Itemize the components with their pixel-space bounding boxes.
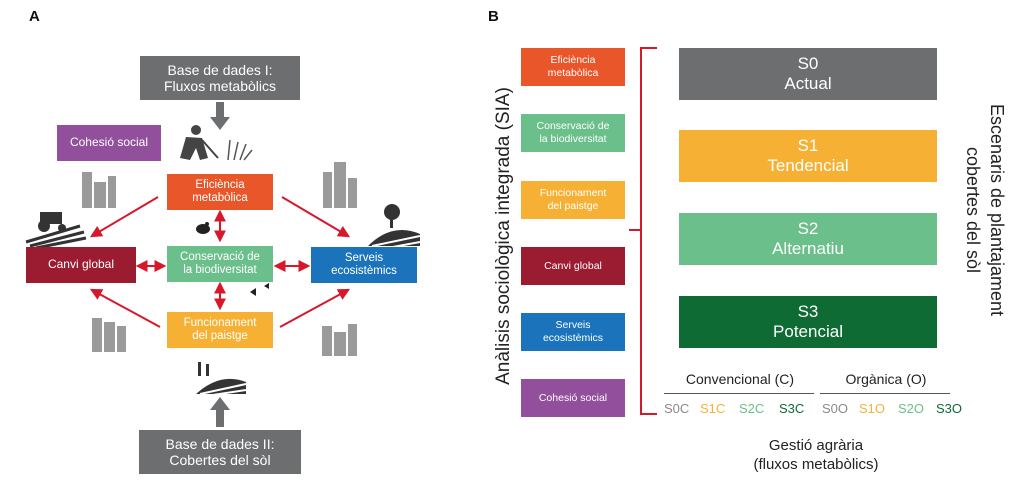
indicator-serveis-line2: ecosistèmics <box>542 332 604 344</box>
scenario-s2-code: S2 <box>797 218 819 238</box>
cohesio-box: Cohesió social <box>57 125 161 161</box>
canvi-label: Canvi global <box>47 257 115 272</box>
arrow-funcionament-canvi <box>89 288 161 328</box>
conservacio-line1: Conservació de <box>180 250 260 263</box>
panel-a-letter: A <box>29 8 40 25</box>
arrow-funcionament-serveis <box>279 288 351 328</box>
conservacio-line2: la biodiversitat <box>183 264 257 276</box>
indicator-cohesio: Cohesió social <box>521 379 625 417</box>
scenario-s3-code: S3 <box>797 301 819 321</box>
db1-line2: Fluxos metabòlics <box>163 78 277 94</box>
down-arrow-db1 <box>210 102 230 130</box>
eficiencia-line2: metabòlica <box>192 192 248 204</box>
scenarios-title-line1: Escenaris de plantajament <box>987 103 1007 317</box>
wheat-icon <box>227 139 253 161</box>
code-s2o: S2O <box>898 401 925 416</box>
arrow-eficiencia-canvi <box>89 196 159 238</box>
buildings-icon-topleft <box>82 172 116 208</box>
code-s0o: S0O <box>822 401 849 416</box>
tractor-icon <box>25 212 87 250</box>
buildings-icon-bottomleft <box>92 318 126 352</box>
indicator-serveis-line1: Serveis <box>555 319 591 332</box>
indicator-conservacio: Conservació de la biodiversitat <box>521 114 625 152</box>
scenario-s2-name: Alternatiu <box>772 239 844 258</box>
conservacio-box: Conservació de la biodiversitat <box>167 246 273 282</box>
indicator-serveis: Serveis ecosistèmics <box>521 313 625 351</box>
eficiencia-line1: Eficiència <box>195 178 245 191</box>
code-s2c: S2C <box>739 401 765 416</box>
scenario-s1-name: Tendencial <box>767 156 849 175</box>
farmer-icon <box>180 125 219 160</box>
scenario-s3-name: Potencial <box>773 322 843 341</box>
code-s3c: S3C <box>779 401 805 416</box>
serveis-line1: Serveis <box>344 251 384 264</box>
scenarios-title-line2: cobertes del sòl <box>963 146 983 274</box>
gestio-line1: Gestió agrària <box>768 437 864 454</box>
red-bracket <box>629 47 657 415</box>
gestio-line2: (fluxos metabòlics) <box>753 456 879 473</box>
indicator-conservacio-line2: la biodiversitat <box>539 133 607 145</box>
db1-box: Base de dades I: Fluxos metabòlics <box>140 56 300 100</box>
gestio-label: Gestió agrària (fluxos metabòlics) <box>716 436 916 474</box>
scenario-s1: S1 Tendencial <box>679 130 937 182</box>
code-s1c: S1C <box>700 401 726 416</box>
serveis-line2: ecosistèmics <box>331 265 397 277</box>
butterfly-icon <box>250 283 269 296</box>
funcionament-box: Funcionament del paistge <box>167 312 273 348</box>
indicator-eficiencia: Eficiència metabòlica <box>521 48 625 86</box>
canvi-box: Canvi global <box>26 247 136 283</box>
eficiencia-box: Eficiència metabòlica <box>167 174 273 210</box>
scenario-s0-code: S0 <box>797 53 819 73</box>
db2-box: Base de dades II: Cobertes del sòl <box>139 430 301 474</box>
frog-icon <box>196 222 210 234</box>
scenario-s0-name: Actual <box>784 74 832 93</box>
sia-title: Anàlisis sociològica integrada (SIA) <box>493 87 514 385</box>
panel-b-letter: B <box>488 8 499 25</box>
buildings-icon-topright <box>323 162 357 208</box>
landscape-icon-right <box>368 204 421 251</box>
indicator-eficiencia-line1: Eficiència <box>550 54 596 67</box>
convencional-label: Convencional (C) <box>685 371 795 387</box>
indicator-funcionament-line2: del paistge <box>547 200 599 212</box>
fields-icon <box>196 362 247 397</box>
indicator-canvi: Canvi global <box>521 247 625 285</box>
organica-divider <box>820 393 950 394</box>
arrow-eficiencia-serveis <box>281 196 351 238</box>
code-s3o: S3O <box>936 401 963 416</box>
indicator-funcionament-line1: Funcionament <box>539 187 607 200</box>
buildings-icon-bottomright <box>322 324 357 356</box>
scenario-s2: S2 Alternatiu <box>679 213 937 265</box>
db2-line1: Base de dades II: <box>165 435 275 452</box>
scenario-s1-code: S1 <box>797 135 819 155</box>
funcionament-line2: del paistge <box>192 330 248 342</box>
indicator-cohesio-line1: Cohesió social <box>538 391 608 404</box>
up-arrow-db2 <box>210 397 230 427</box>
scenario-s3: S3 Potencial <box>679 296 937 348</box>
scenarios-title: Escenaris de plantajament cobertes del s… <box>961 60 1009 360</box>
indicator-canvi-line1: Canvi global <box>544 259 602 272</box>
db2-line2: Cobertes del sòl <box>169 452 271 468</box>
db1-line1: Base de dades I: <box>167 61 273 78</box>
funcionament-line1: Funcionament <box>183 316 257 329</box>
serveis-box: Serveis ecosistèmics <box>311 247 417 283</box>
panel-a-connectors <box>25 102 421 427</box>
code-s1o: S1O <box>859 401 886 416</box>
indicator-conservacio-line1: Conservació de <box>536 120 610 133</box>
code-s0c: S0C <box>664 401 690 416</box>
cohesio-label: Cohesió social <box>69 135 149 150</box>
convencional-divider <box>664 393 814 394</box>
organica-label: Orgànica (O) <box>845 371 927 387</box>
indicator-funcionament: Funcionament del paistge <box>521 181 625 219</box>
indicator-eficiencia-line2: metabòlica <box>547 67 599 79</box>
scenario-s0: S0 Actual <box>679 48 937 100</box>
